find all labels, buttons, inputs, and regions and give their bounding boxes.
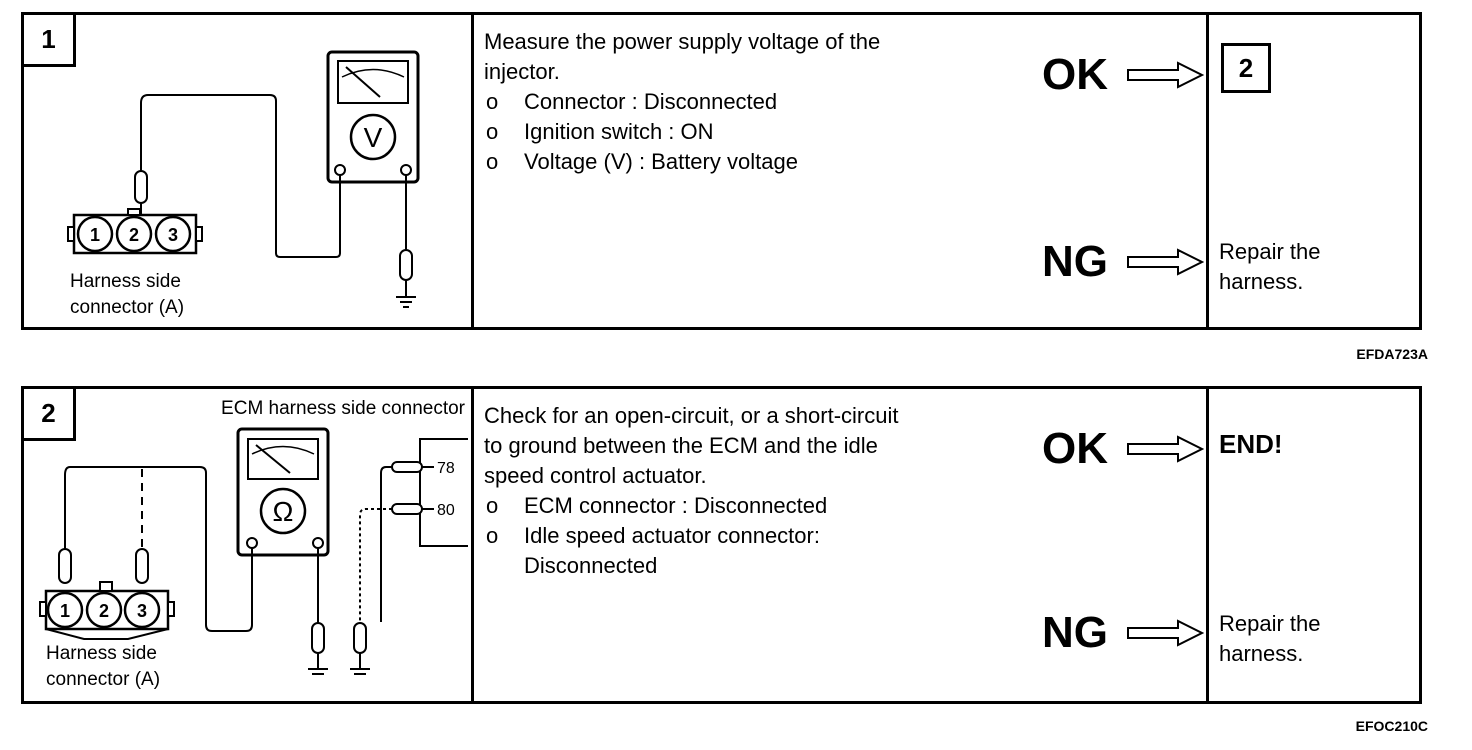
ng-result-text: Repair the harness. — [1219, 611, 1321, 666]
step-1-instruction-cell: Measure the power supply voltage of the … — [471, 15, 1206, 327]
next-step-box[interactable]: 2 — [1221, 43, 1271, 93]
svg-text:1: 1 — [90, 225, 100, 245]
instruction-text: Check for an open-circuit, or a short-ci… — [484, 403, 899, 578]
step-2-result-cell: END! Repair the harness. — [1206, 389, 1419, 701]
svg-text:80: 80 — [437, 502, 455, 519]
ohmmeter-diagram: Ω 78 80 — [39, 427, 468, 675]
svg-text:2: 2 — [129, 225, 139, 245]
ng-label: NG — [1042, 237, 1108, 286]
step-number: 1 — [24, 15, 76, 67]
svg-text:2: 2 — [99, 601, 109, 621]
figure-code: EFOC210C — [1355, 718, 1428, 734]
ok-result-text: END! — [1219, 429, 1283, 459]
ok-label: OK — [1042, 50, 1108, 99]
step-1-result-cell: 2 Repair the harness. — [1206, 15, 1419, 327]
svg-text:3: 3 — [137, 601, 147, 621]
ok-label: OK — [1042, 424, 1108, 473]
arrow-right-icon — [1127, 61, 1204, 89]
step-1-table: 1 — [21, 12, 1422, 330]
step-2-table: 2 ECM harness side connector Ω 78 80 — [21, 386, 1422, 704]
connector-label: Harness side connector (A) — [70, 271, 185, 318]
meter-symbol: Ω — [273, 496, 294, 527]
connector-label: Harness side connector (A) — [46, 643, 161, 690]
ecm-connector-label: ECM harness side connector — [221, 398, 465, 419]
ng-label: NG — [1042, 608, 1108, 657]
figure-code: EFDA723A — [1356, 346, 1428, 362]
voltmeter-diagram: 1 2 3 V — [67, 50, 420, 308]
instruction-text: Measure the power supply voltage of the … — [484, 29, 881, 174]
svg-text:3: 3 — [168, 225, 178, 245]
svg-text:78: 78 — [437, 460, 455, 477]
ng-result-text: Repair the harness. — [1219, 239, 1321, 294]
meter-symbol: V — [364, 122, 383, 153]
svg-text:1: 1 — [60, 601, 70, 621]
arrow-right-icon — [1127, 619, 1204, 647]
arrow-right-icon — [1127, 435, 1204, 463]
step-1-figure-cell: 1 — [24, 15, 471, 327]
step-2-figure-cell: 2 ECM harness side connector Ω 78 80 — [24, 389, 471, 701]
step-2-instruction-cell: Check for an open-circuit, or a short-ci… — [471, 389, 1206, 701]
step-number: 2 — [24, 389, 76, 441]
arrow-right-icon — [1127, 248, 1204, 276]
